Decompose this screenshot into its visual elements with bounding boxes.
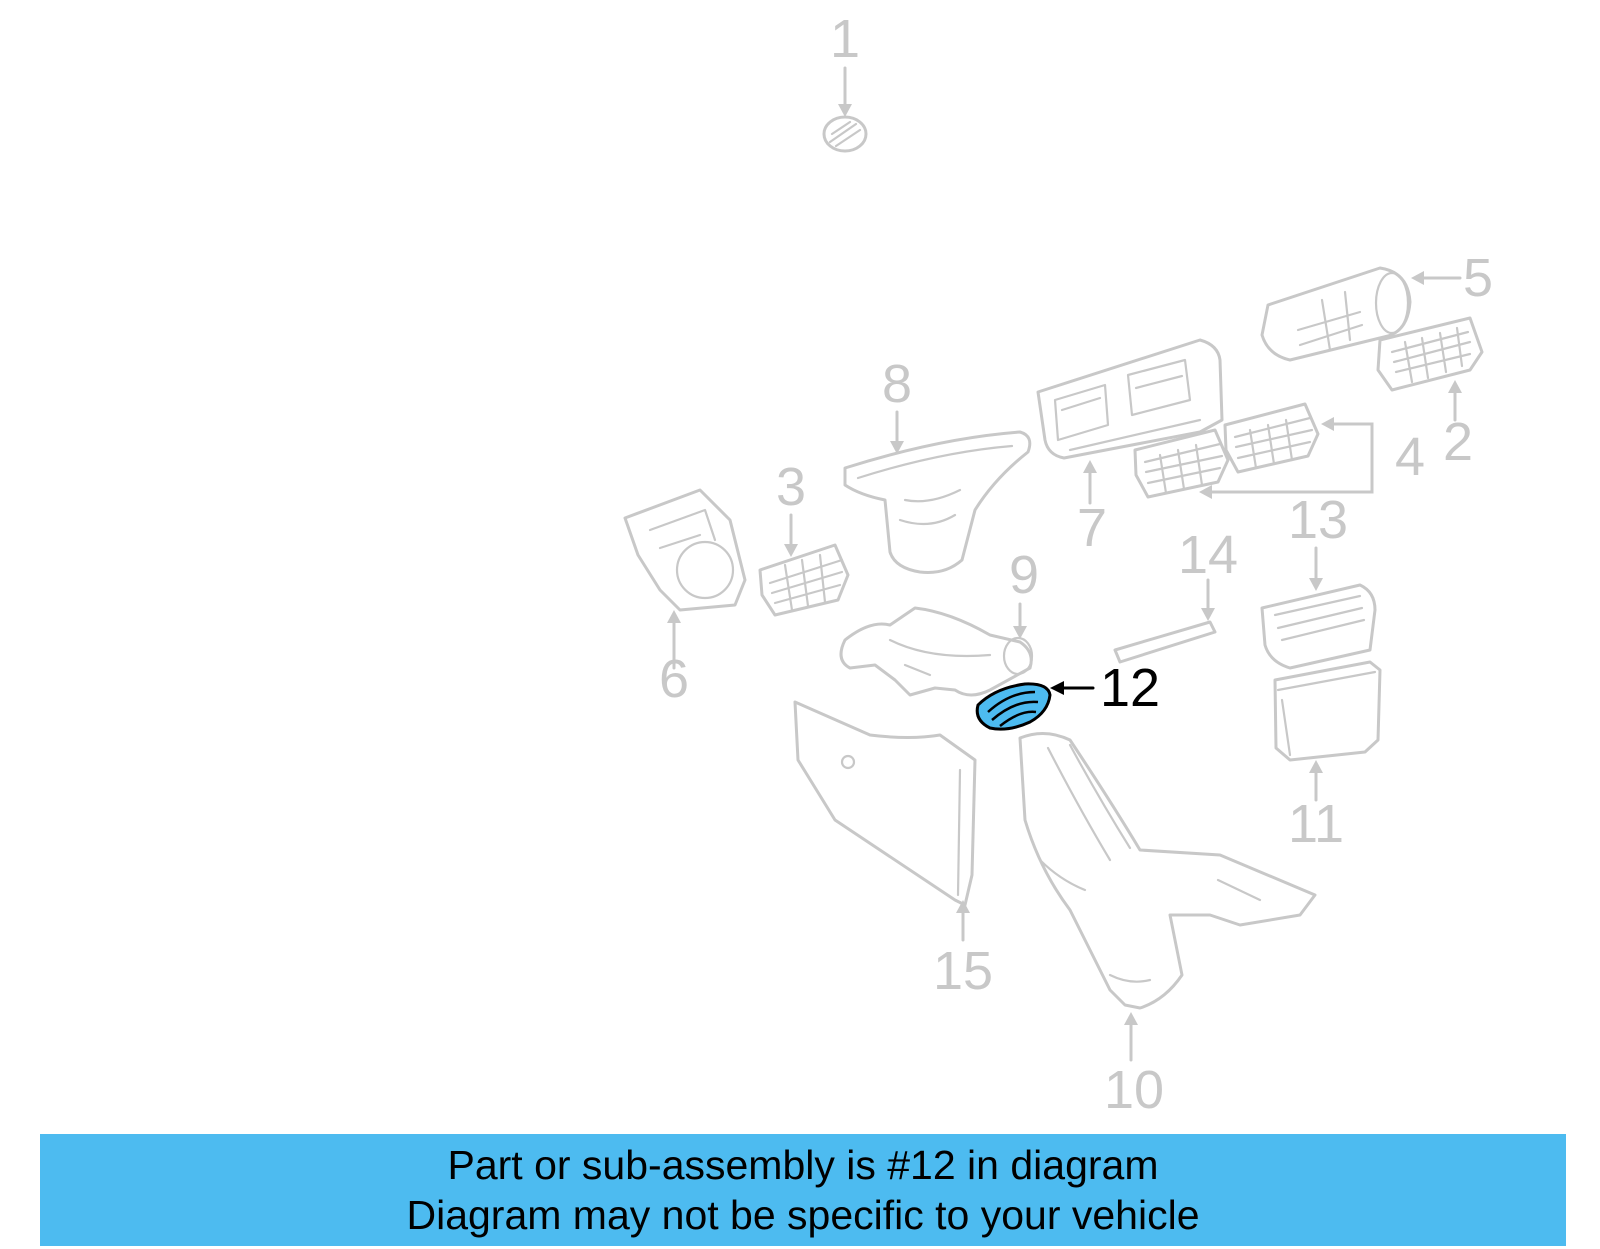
diagram-parts [623,115,1484,1010]
banner-line-disclaimer: Diagram may not be specific to your vehi… [406,1192,1200,1238]
part-2-shape [1376,316,1484,392]
part-5-shape [1260,266,1412,362]
callout-1[interactable]: 1 [830,9,860,69]
callout-12[interactable]: 12 [1100,658,1160,718]
callout-3[interactable]: 3 [776,457,806,517]
part-9-shape [839,606,1034,697]
info-banner: Part or sub-assembly is #12 in diagram D… [40,1134,1566,1246]
part-14-shape [1113,620,1217,664]
callout-8[interactable]: 8 [882,354,912,414]
part-10-shape [1018,732,1317,1010]
callout-2[interactable]: 2 [1443,412,1473,472]
part-6-shape [623,488,747,612]
banner-line-part: Part or sub-assembly is #12 in diagram [447,1142,1159,1188]
callout-9[interactable]: 9 [1009,545,1039,605]
callout-10[interactable]: 10 [1104,1060,1164,1120]
part-4-shape [1133,402,1320,499]
callout-13[interactable]: 13 [1288,490,1348,550]
callout-15[interactable]: 15 [933,941,993,1001]
part-8-shape [843,430,1032,574]
part-11-shape [1273,660,1382,762]
callout-5[interactable]: 5 [1463,248,1493,308]
callout-11[interactable]: 11 [1288,794,1344,854]
callout-6[interactable]: 6 [659,649,689,709]
part-1-shape [822,115,868,153]
leader-lines [667,66,1462,1062]
callout-7[interactable]: 7 [1077,498,1107,558]
part-3-shape [758,543,850,617]
part-12-highlight [975,682,1052,731]
callout-labels: 1 2 3 4 5 6 7 8 9 10 11 12 13 14 15 [659,9,1493,1120]
part-13-shape [1260,583,1377,670]
part-15-shape [793,700,977,907]
callout-14[interactable]: 14 [1178,525,1238,585]
callout-4[interactable]: 4 [1395,427,1425,487]
part-7-shape [1036,338,1224,460]
